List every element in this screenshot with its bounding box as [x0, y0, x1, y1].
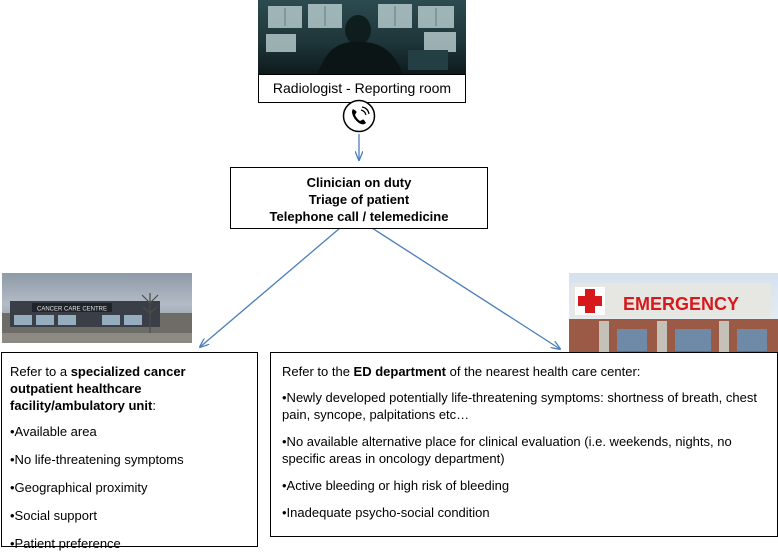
ed-criterion-1: •Newly developed potentially life-threat… — [282, 390, 757, 422]
radiologist-caption: Radiologist - Reporting room — [272, 80, 452, 96]
cancer-referral-intro: Refer to a specialized cancer outpatient… — [10, 364, 186, 413]
emergency-sign: EMERGENCY — [623, 294, 739, 314]
cancer-centre-sign: CANCER CARE CENTRE — [37, 307, 107, 313]
cancer-criterion-3: •Geographical proximity — [10, 480, 148, 495]
arrow-clinician-to-cancer-centre — [200, 227, 341, 347]
ed-criterion-3: •Active bleeding or high risk of bleedin… — [282, 478, 510, 493]
radiologist-photo — [258, 0, 466, 74]
emergency-photo: EMERGENCY — [569, 273, 778, 355]
cancer-referral-facility: specialized cancer outpatient healthcare… — [10, 364, 186, 413]
cancer-criterion-1: •Available area — [10, 424, 97, 439]
arrow-clinician-to-emergency — [371, 227, 560, 349]
clinician-line-3: Telephone call / telemedicine — [269, 209, 449, 224]
ed-referral-department: ED department — [353, 364, 447, 379]
cancer-care-centre-photo: CANCER CARE CENTRE — [2, 273, 192, 343]
cancer-criterion-5: •Patient preference — [10, 536, 121, 551]
ed-referral-intro: Refer to the ED department of the neares… — [282, 364, 641, 379]
clinician-triage-box: Clinician on duty Triage of patient Tele… — [230, 167, 488, 229]
ed-criterion-4: •Inadequate psycho-social condition — [282, 505, 490, 520]
clinician-line-2: Triage of patient — [308, 192, 410, 207]
phone-icon — [342, 99, 376, 133]
ed-criterion-2: •No available alternative place for clin… — [282, 434, 732, 466]
ed-referral-box: Refer to the ED department of the neares… — [270, 352, 778, 537]
cancer-outpatient-referral-box: Refer to a specialized cancer outpatient… — [1, 352, 258, 551]
clinician-line-1: Clinician on duty — [306, 175, 412, 190]
cancer-criterion-2: •No life-threatening symptoms — [10, 452, 184, 467]
cancer-criterion-4: •Social support — [10, 508, 97, 523]
